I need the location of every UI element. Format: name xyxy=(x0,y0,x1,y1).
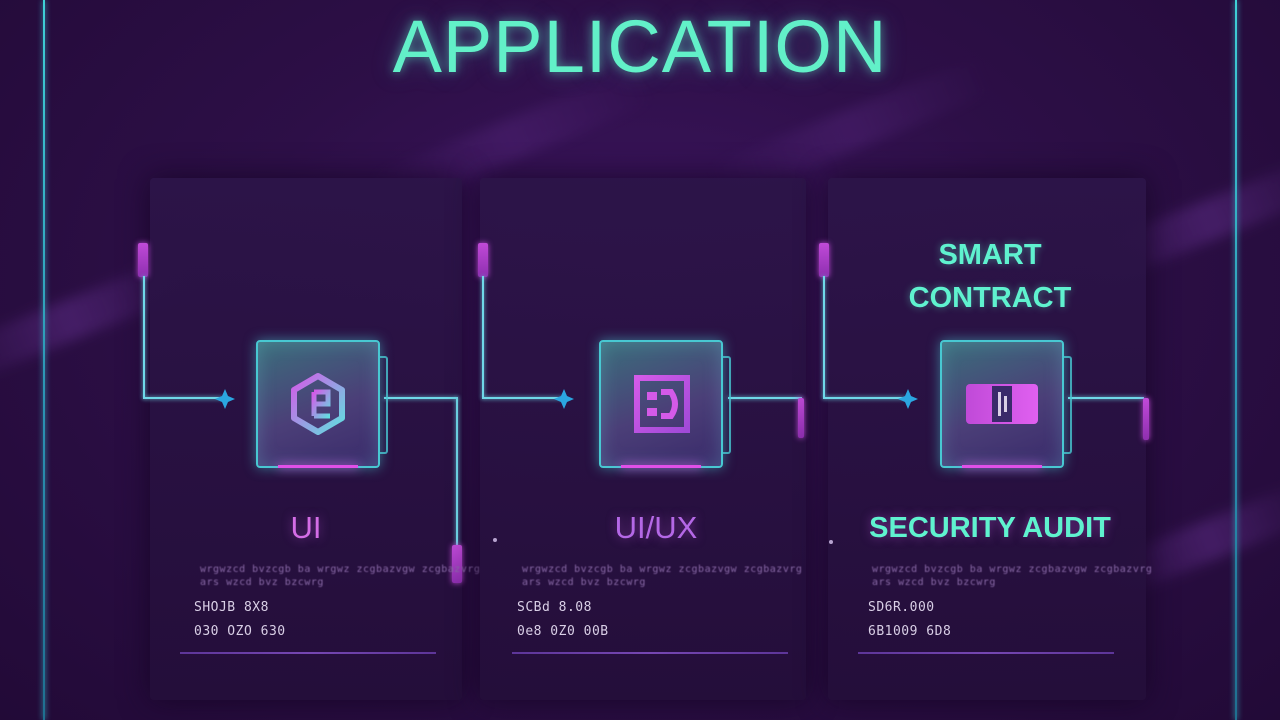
connector-wire xyxy=(456,397,458,547)
icon-box-security xyxy=(940,340,1072,468)
card-divider xyxy=(512,652,788,654)
connector-wire xyxy=(728,397,802,399)
heading-line: SMART xyxy=(938,239,1042,271)
card-description: wrgwzcd bvzcgb ba wrgwz zcgbazvgw zcgbaz… xyxy=(872,563,1152,589)
connector-wire xyxy=(143,276,145,398)
icon-box-ui xyxy=(256,340,388,468)
connector-wire xyxy=(143,397,223,399)
icon-box-uiux xyxy=(599,340,731,468)
icon-glow xyxy=(962,465,1042,468)
description-line: wrgwzcd bvzcgb ba wrgwz zcgbazvgw zcgbaz… xyxy=(522,564,803,575)
card-heading-smart-contract: SMART CONTRACT xyxy=(830,234,1150,320)
page-title: APPLICATION xyxy=(392,5,888,88)
hexagon-chip-icon xyxy=(291,373,345,435)
card-code-line: SD6R.000 xyxy=(868,600,935,615)
security-card-icon xyxy=(966,384,1038,424)
connector-wire xyxy=(482,397,564,399)
connector-wire xyxy=(384,397,458,399)
card-label-uiux: UI/UX xyxy=(614,510,698,545)
card-code-line: 0e8 0Z0 00B xyxy=(517,624,609,639)
connector-wire xyxy=(823,397,905,399)
description-line: wrgwzcd bvzcgb ba wrgwz zcgbazvgw zcgbaz… xyxy=(872,564,1153,575)
connector-pin xyxy=(1143,398,1149,440)
connector-pin xyxy=(478,243,488,277)
icon-glow xyxy=(278,465,358,468)
card-code-line: SHOJB 8X8 xyxy=(194,600,269,615)
description-line: ars wzcd bvz bzcwrg xyxy=(200,577,324,588)
card-description: wrgwzcd bvzcgb ba wrgwz zcgbazvgw zcgbaz… xyxy=(200,563,480,589)
connector-node-icon xyxy=(898,389,918,409)
card-divider xyxy=(180,652,436,654)
card-code-line: 030 OZO 630 xyxy=(194,624,286,639)
heading-line: CONTRACT xyxy=(908,282,1072,314)
connector-node-icon xyxy=(215,389,235,409)
card-description: wrgwzcd bvzcgb ba wrgwz zcgbazvgw zcgbaz… xyxy=(522,563,802,589)
connector-node-icon xyxy=(554,389,574,409)
card-divider xyxy=(858,652,1114,654)
description-line: wrgwzcd bvzcgb ba wrgwz zcgbazvgw zcgbaz… xyxy=(200,564,481,575)
connector-pin xyxy=(452,545,462,583)
card-label-security-audit: SECURITY AUDIT xyxy=(869,512,1111,544)
framed-d-icon xyxy=(634,375,690,433)
connector-pin xyxy=(138,243,148,277)
card-label-ui: UI xyxy=(290,510,322,545)
connector-pin xyxy=(819,243,829,277)
connector-wire xyxy=(482,276,484,398)
connector-wire xyxy=(1068,397,1144,399)
decor-dot xyxy=(493,538,497,542)
icon-glow xyxy=(621,465,701,468)
decor-dot xyxy=(829,540,833,544)
description-line: ars wzcd bvz bzcwrg xyxy=(522,577,646,588)
connector-pin xyxy=(798,398,804,438)
description-line: ars wzcd bvz bzcwrg xyxy=(872,577,996,588)
frame-line-right xyxy=(1235,0,1237,720)
card-code-line: SCBd 8.08 xyxy=(517,600,592,615)
connector-wire xyxy=(823,276,825,398)
card-code-line: 6B1009 6D8 xyxy=(868,624,952,639)
frame-line-left xyxy=(43,0,45,720)
